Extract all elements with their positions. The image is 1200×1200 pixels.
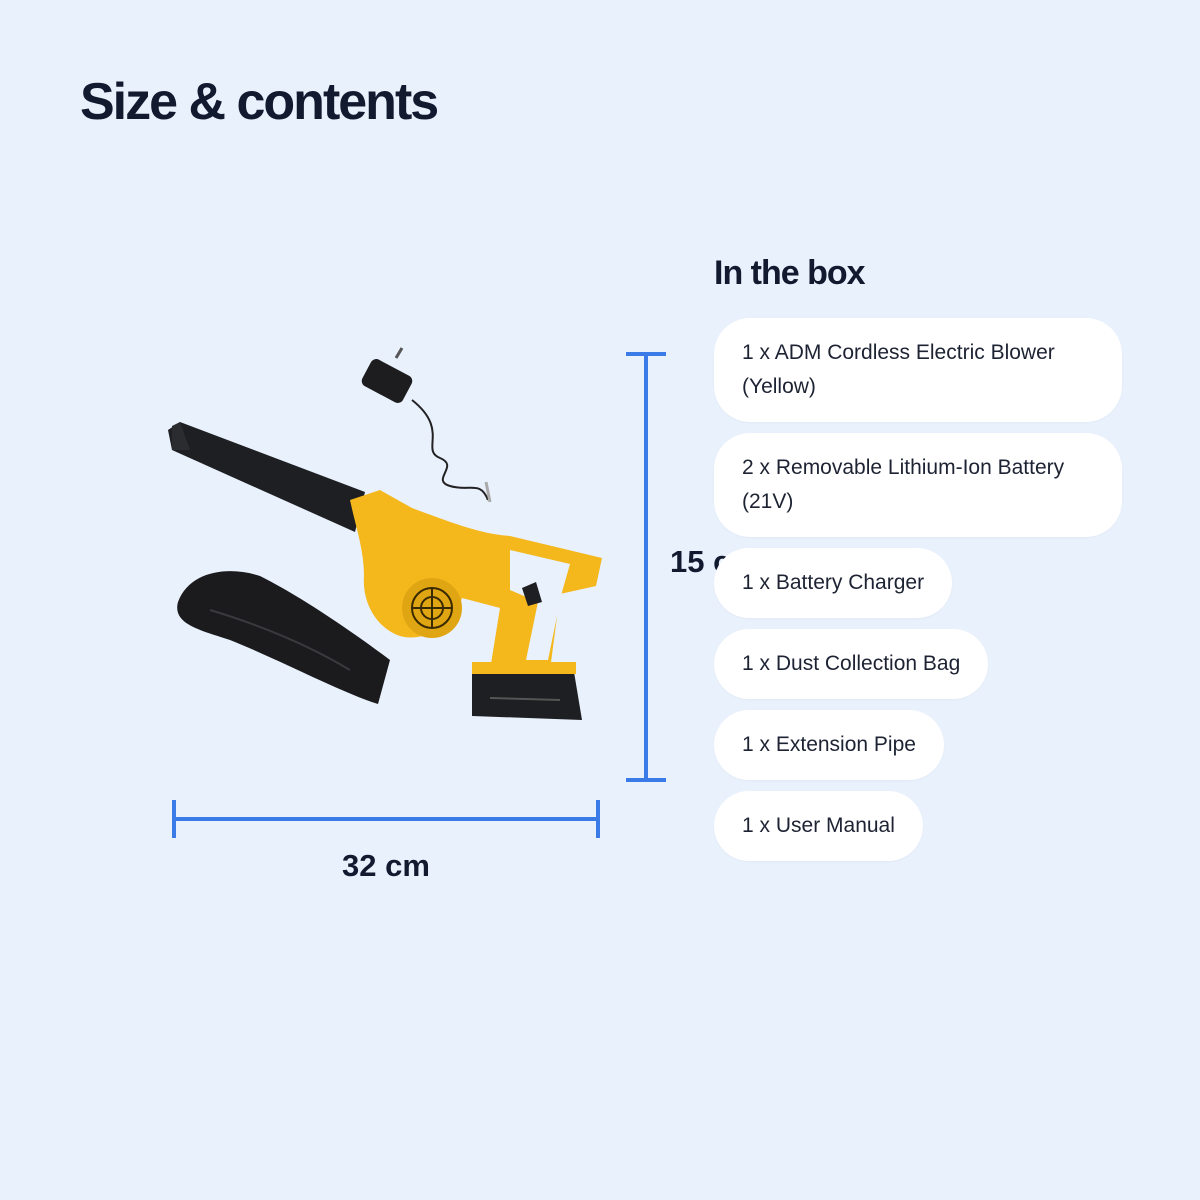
in-the-box-list: 1 x ADM Cordless Electric Blower (Yellow… xyxy=(714,318,1124,861)
box-item-charger: 1 x Battery Charger xyxy=(714,548,953,618)
in-the-box-title: In the box xyxy=(714,254,866,292)
height-dimension-line xyxy=(626,352,666,782)
box-item-extension-pipe: 1 x Extension Pipe xyxy=(714,710,944,780)
box-item-user-manual: 1 x User Manual xyxy=(714,791,923,861)
box-item-blower: 1 x ADM Cordless Electric Blower (Yellow… xyxy=(714,318,1122,422)
cordless-blower-icon xyxy=(168,347,602,720)
box-item-dust-bag: 1 x Dust Collection Bag xyxy=(714,629,989,699)
page-title: Size & contents xyxy=(80,73,439,131)
width-dimension-line xyxy=(172,800,600,838)
width-dimension-label: 32 cm xyxy=(342,848,430,883)
box-item-battery: 2 x Removable Lithium-Ion Battery (21V) xyxy=(714,433,1122,537)
